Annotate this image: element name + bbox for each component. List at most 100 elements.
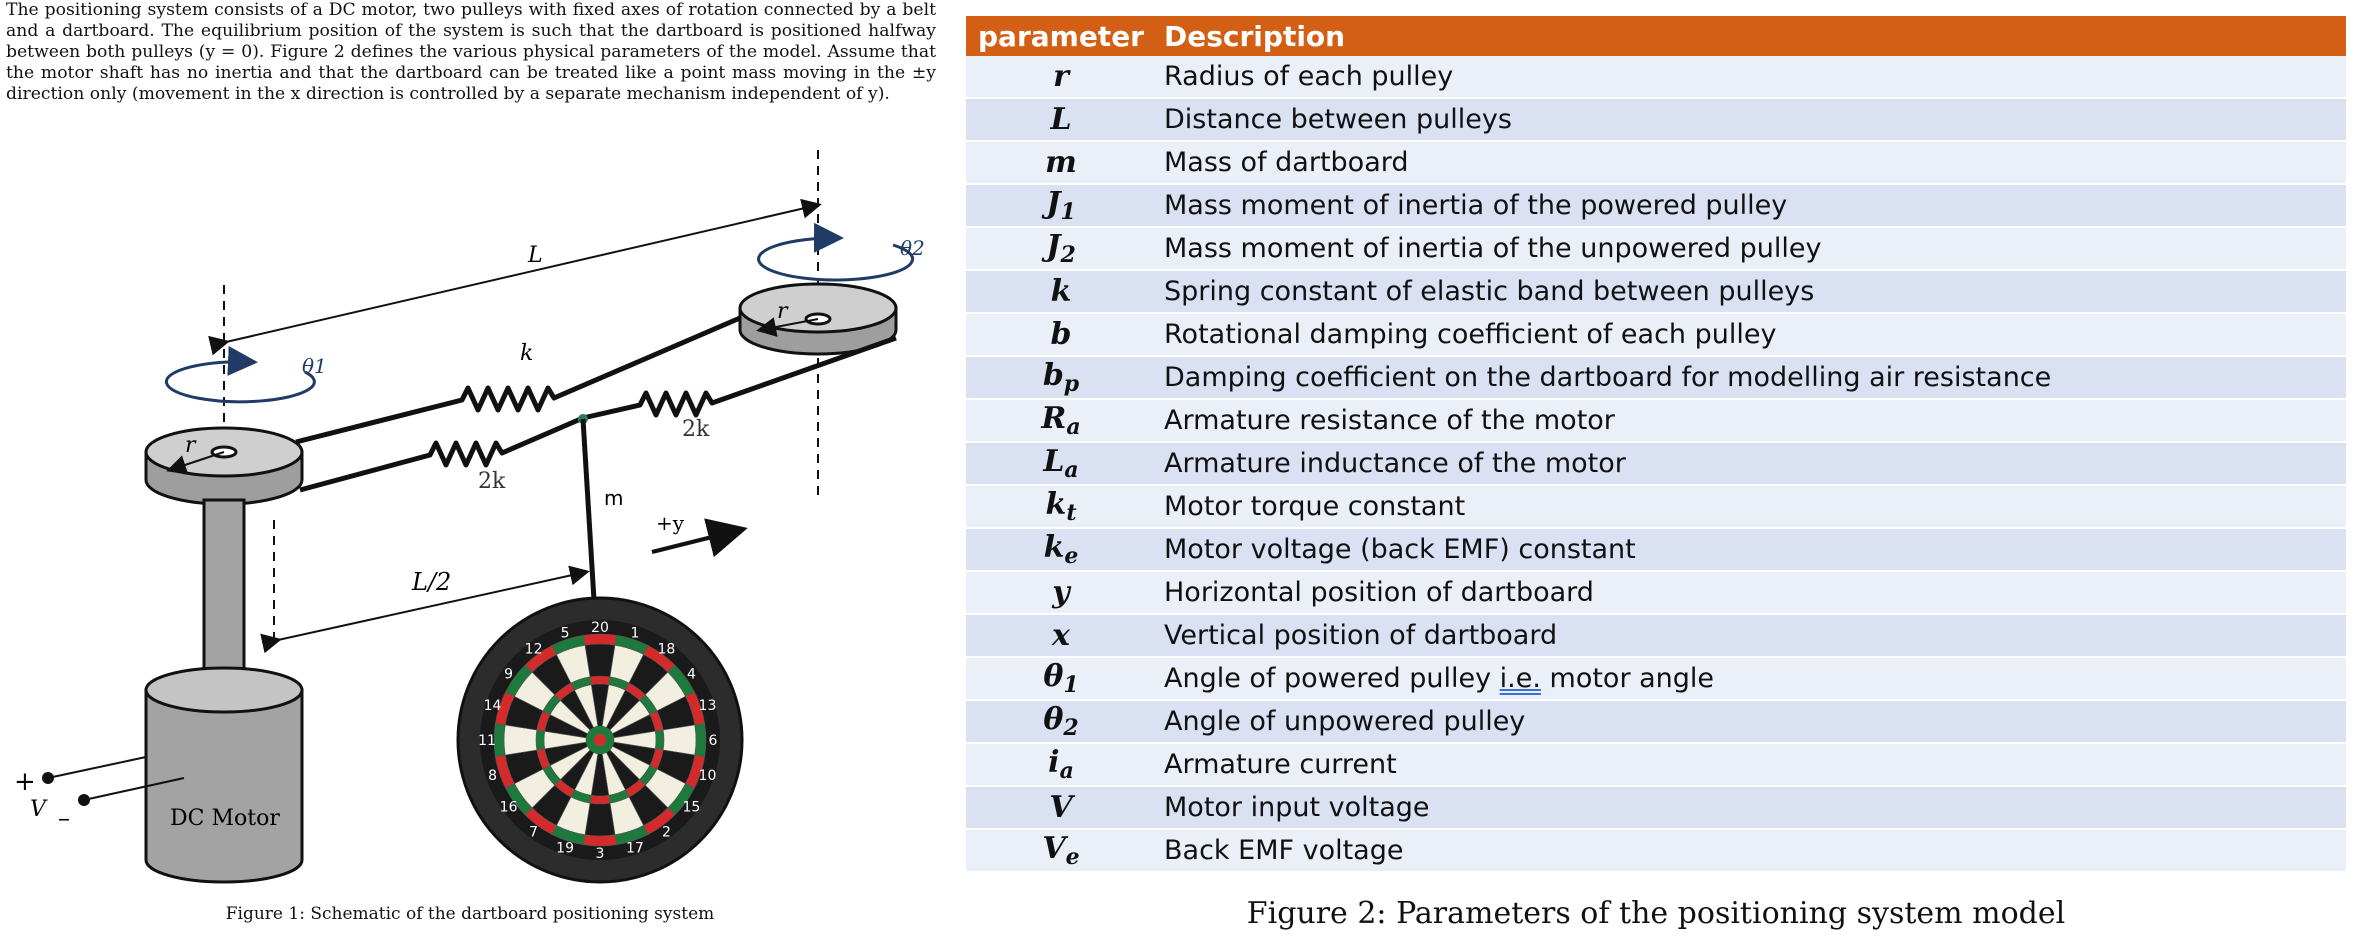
L-half-label: L/2: [411, 568, 451, 596]
belt-upper-spring-k: [295, 315, 741, 445]
L-dimension-arrow: [208, 198, 822, 356]
terminal-minus-wire: [83, 777, 185, 801]
parameter-symbol: bp: [966, 356, 1156, 400]
dc-motor-label: DC Motor: [170, 806, 280, 831]
dartboard-number: 10: [699, 768, 717, 784]
parameter-description: Angle of unpowered pulley: [1156, 700, 2346, 744]
parameter-symbol: θ2: [966, 700, 1156, 744]
parameter-symbol: θ1: [966, 657, 1156, 701]
parameter-symbol: x: [966, 614, 1156, 658]
parameter-description: Motor voltage (back EMF) constant: [1156, 528, 2346, 572]
header-parameter: parameter: [966, 16, 1156, 56]
parameter-symbol: b: [966, 313, 1156, 357]
dartboard-segment: [551, 634, 586, 655]
dartboard-number: 6: [709, 733, 718, 749]
dartboard-number: 12: [525, 642, 543, 658]
parameter-symbol: J2: [966, 227, 1156, 271]
dartboard-number: 15: [683, 799, 701, 815]
parameter-description: Motor torque constant: [1156, 485, 2346, 529]
dartboard-number: 8: [488, 768, 497, 784]
dartboard-rod: [580, 418, 597, 601]
parameter-description: Radius of each pulley: [1156, 56, 2346, 99]
dc-motor-body: [144, 688, 304, 884]
r-right-label: r: [777, 299, 789, 324]
parameter-symbol: ke: [966, 528, 1156, 572]
parameter-description: Armature inductance of the motor: [1156, 442, 2346, 486]
parameter-description: Motor input voltage: [1156, 786, 2346, 830]
dartboard-number: 19: [556, 840, 574, 856]
dartboard-number: 1: [630, 626, 639, 642]
k-label: k: [520, 341, 533, 366]
parameter-symbol: La: [966, 442, 1156, 486]
dartboard-segment: [583, 834, 617, 847]
figure-1-caption: Figure 1: Schematic of the dartboard pos…: [225, 904, 715, 924]
parameter-description: Mass of dartboard: [1156, 141, 2346, 185]
table-header-row: parameter Description: [966, 16, 2346, 56]
parameter-symbol: r: [966, 56, 1156, 99]
parameter-description: Vertical position of dartboard: [1156, 614, 2346, 658]
minus-label: –: [58, 804, 70, 832]
dartboard-number: 5: [561, 626, 570, 642]
theta1-arrow: [164, 346, 316, 404]
parameter-description: Rotational damping coefficient of each p…: [1156, 313, 2346, 357]
dartboard-segment: [694, 723, 707, 757]
two-k-left-label: 2k: [478, 469, 506, 494]
header-description: Description: [1156, 16, 2346, 56]
dartboard-segment: [654, 729, 665, 751]
terminal-plus-wire: [47, 756, 147, 779]
bullseye: [594, 734, 606, 746]
V-label: V: [30, 797, 48, 822]
parameter-description: Mass moment of inertia of the powered pu…: [1156, 184, 2346, 228]
belt-lower-spring-2k: [299, 335, 897, 493]
parameter-description: Armature current: [1156, 743, 2346, 787]
dartboard-number: 9: [504, 667, 513, 683]
dartboard-number: 2: [662, 824, 671, 840]
parameter-description: Armature resistance of the motor: [1156, 399, 2346, 443]
dartboard-segment: [589, 794, 611, 805]
two-k-right-label: 2k: [682, 417, 710, 442]
m-label: m: [604, 486, 623, 510]
parameter-symbol: kt: [966, 485, 1156, 529]
intro-paragraph: The positioning system consists of a DC …: [6, 0, 936, 104]
schematic-svg: L θ1 θ2 r k 2k 2k m r DC Motor: [14, 150, 925, 884]
figure-1-schematic: L θ1 θ2 r k 2k 2k m r DC Motor: [0, 130, 940, 900]
parameter-description: Angle of powered pulley i.e. motor angle: [1156, 657, 2346, 701]
parameter-symbol: L: [966, 98, 1156, 142]
parameter-symbol: Ra: [966, 399, 1156, 443]
parameter-symbol: V: [966, 786, 1156, 830]
dartboard-number: 17: [626, 840, 644, 856]
dc-motor-top: [144, 666, 304, 714]
parameter-description: Back EMF voltage: [1156, 829, 2346, 873]
dartboard-number: 20: [591, 620, 609, 636]
plus-label: +: [14, 767, 36, 797]
dartboard-segment: [535, 729, 546, 751]
parameter-symbol: ia: [966, 743, 1156, 787]
plus-y-label: +y: [656, 511, 685, 535]
parameter-symbol: k: [966, 270, 1156, 314]
parameter-description: Horizontal position of dartboard: [1156, 571, 2346, 615]
parameter-description: Damping coefficient on the dartboard for…: [1156, 356, 2346, 400]
dartboard-number: 13: [699, 698, 717, 714]
plus-y-arrow: [651, 518, 748, 558]
right-pulley-top: [738, 282, 898, 334]
dartboard-number: 4: [687, 667, 696, 683]
dartboard-number: 7: [529, 824, 538, 840]
r-left-label: r: [185, 433, 197, 458]
